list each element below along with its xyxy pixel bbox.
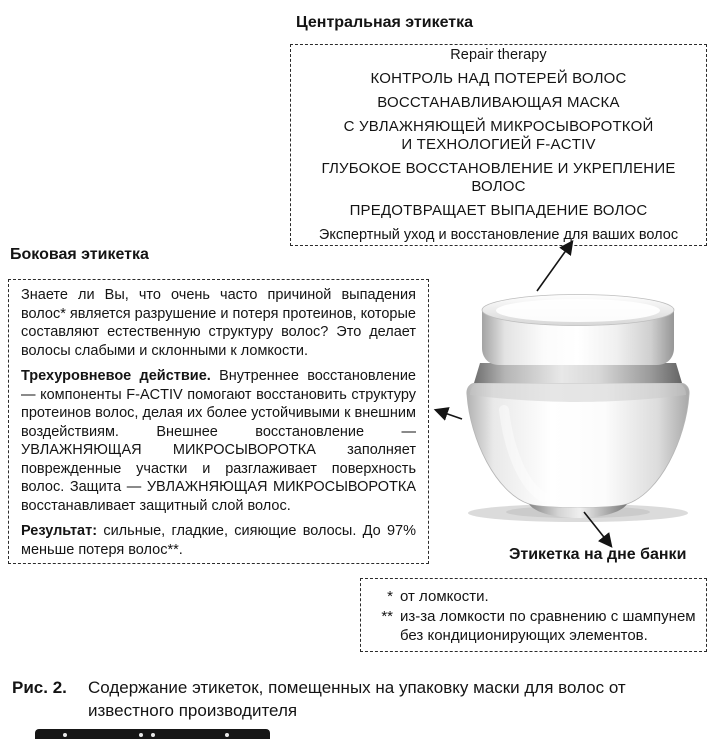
central-label-line: ВОССТАНАВЛИВАЮЩАЯ МАСКА (377, 94, 620, 111)
jar-shoulder-shade (470, 383, 686, 402)
paragraph-lead: Результат: (21, 523, 98, 539)
side-label-heading: Боковая этикетка (10, 246, 149, 263)
arrow-to-central-label-icon (536, 240, 574, 292)
jar-illustration (448, 292, 710, 524)
side-label-paragraph: Знаете ли Вы, что очень часто причиной в… (21, 286, 416, 360)
figure-caption-text: Содержание этикеток, помещенных на упако… (88, 678, 626, 720)
toolbar-dot-icon (225, 733, 229, 737)
central-label-line-group: С УВЛАЖНЯЮЩЕЙ МИКРОСЫВОРОТКОЙ И ТЕХНОЛОГ… (344, 118, 654, 154)
central-label-tagline: Экспертный уход и восстановление для ваш… (318, 227, 679, 243)
footnote-marker: * (387, 588, 393, 605)
central-label-line: КОНТРОЛЬ НАД ПОТЕРЕЙ ВОЛОС (370, 70, 627, 87)
paragraph-lead: Трехуровневое действие. (21, 368, 211, 384)
side-label-box: Знаете ли Вы, что очень часто причиной в… (8, 279, 429, 564)
bottom-label-heading: Этикетка на дне банки (509, 546, 687, 563)
central-label-line: И ТЕХНОЛОГИЕЙ F-ACTIV (401, 136, 596, 153)
paragraph-text: Внутреннее восстановление — компоненты F… (21, 368, 416, 514)
central-label-line: ГЛУБОКОЕ ВОССТАНОВЛЕНИЕ И УКРЕПЛЕНИЕ ВОЛ… (321, 160, 676, 195)
bottom-label-box: * от ломкости. ** из-за ломкости по срав… (360, 578, 707, 652)
brand-name-line: Repair therapy (450, 47, 547, 63)
product-jar-image (466, 294, 690, 522)
jar-lid-top-inner (496, 299, 660, 322)
central-label-line: ПРЕДОТВРАЩАЕТ ВЫПАДЕНИЕ ВОЛОС (349, 202, 648, 219)
footnote-row: * от ломкости. (371, 587, 696, 606)
footnote-text: из-за ломкости по сравнению с шампунем б… (400, 608, 696, 644)
central-label-heading: Центральная этикетка (296, 14, 474, 31)
jar-body (466, 382, 690, 509)
footnote-row: ** из-за ломкости по сравнению с шампуне… (371, 607, 696, 645)
paragraph-text: Знаете ли Вы, что очень часто причиной в… (21, 287, 416, 359)
cutoff-toolbar[interactable] (35, 729, 270, 739)
jar-body-highlight (499, 405, 548, 502)
footnote-marker: ** (381, 608, 393, 625)
toolbar-dot-icon (63, 733, 67, 737)
jar-neck-band (474, 363, 682, 383)
side-label-paragraph: Результат: сильные, гладкие, сияющие вол… (21, 522, 416, 559)
side-label-paragraph: Трехуровневое действие. Внутреннее восст… (21, 367, 416, 515)
toolbar-dot-icon (139, 733, 143, 737)
figure-caption-label: Рис. 2. (12, 678, 67, 697)
paragraph-text: сильные, гладкие, сияющие волосы. До 97%… (21, 523, 416, 558)
figure-caption: Рис. 2. Содержание этикеток, помещенных … (12, 676, 706, 722)
central-label-box: Repair therapy КОНТРОЛЬ НАД ПОТЕРЕЙ ВОЛО… (290, 44, 707, 246)
footnote-text: от ломкости. (400, 588, 489, 605)
central-label-line: С УВЛАЖНЯЮЩЕЙ МИКРОСЫВОРОТКОЙ (343, 118, 654, 135)
toolbar-dot-icon (151, 733, 155, 737)
